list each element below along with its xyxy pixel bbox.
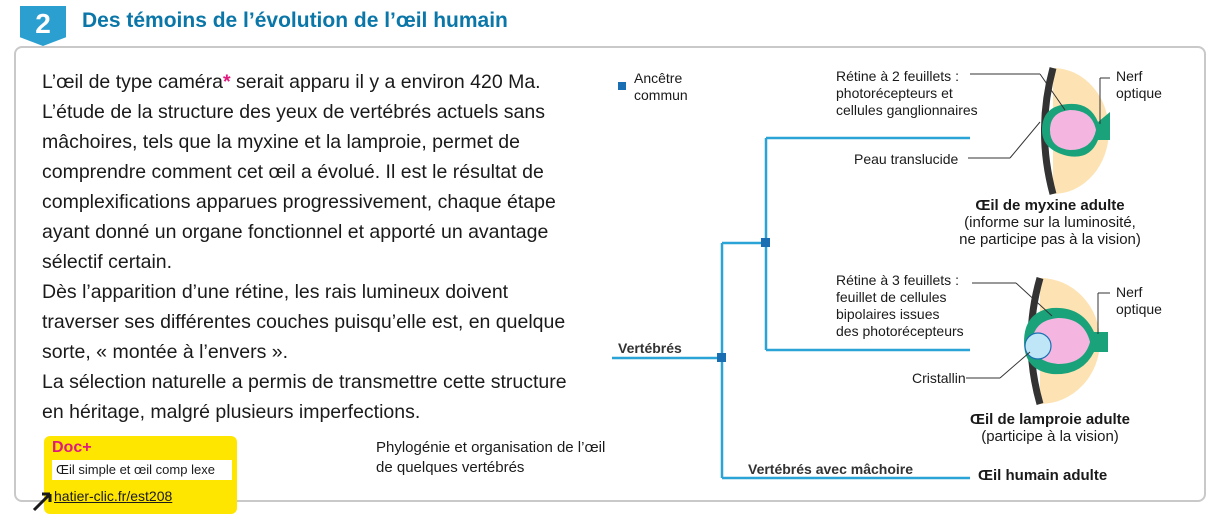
paragraph-1-rest: serait apparu il y a environ 420 Ma. L’é… <box>42 71 556 273</box>
lamproie-sub: (participe à la vision) <box>981 428 1119 445</box>
section-number-badge: 2 <box>20 6 66 46</box>
doc-link-domain[interactable]: hatier-clic.fr <box>54 488 127 504</box>
lamproie-eye-illustration <box>966 277 1110 405</box>
myxine-nerve-line-1: Nerf <box>1116 68 1143 84</box>
legend-ancestor-marker <box>618 82 626 90</box>
lamproie-nerve-line-2: optique <box>1116 301 1162 317</box>
myxine-retina-line-3: cellules ganglionnaires <box>836 102 978 118</box>
lamproie-retina-label: Rétine à 3 feuillets : feuillet de cellu… <box>836 272 964 340</box>
legend-ancestor-label: Ancêtre commun <box>634 70 688 104</box>
myxine-eye-illustration <box>968 67 1110 195</box>
doc-plus-link[interactable]: hatier-clic.fr/est208 <box>54 488 172 504</box>
page-title: Des témoins de l’évolution de l’œil huma… <box>82 9 508 32</box>
doc-plus-heading: Doc+ <box>52 439 92 456</box>
myxine-title: Œil de myxine adulte <box>975 197 1125 214</box>
myxine-sub-2: ne participe pas à la vision) <box>959 231 1141 248</box>
pointer-arrow-icon <box>32 492 52 512</box>
paragraph-2: Dès l’apparition d’une rétine, les rais … <box>42 281 566 363</box>
paragraph-1: L’œil de type caméra* serait apparu il y… <box>42 67 582 277</box>
myxine-skin-label: Peau translucide <box>854 151 959 167</box>
main-text: L’œil de type caméra* serait apparu il y… <box>42 67 582 427</box>
myxine-caption: Œil de myxine adulte (informe sur la lum… <box>930 197 1170 248</box>
myxine-nerve-line-2: optique <box>1116 85 1162 101</box>
lamproie-lens-label: Cristallin <box>912 370 966 386</box>
figure-caption-line-2: de quelques vertébrés <box>376 459 525 476</box>
content-frame <box>14 46 1206 502</box>
lamproie-retina-line-4: des photorécepteurs <box>836 323 964 339</box>
lamproie-caption: Œil de lamproie adulte (participe à la v… <box>930 411 1170 445</box>
legend-line-2: commun <box>634 87 688 103</box>
ancestor-node-1 <box>761 238 770 247</box>
myxine-nerve-label: Nerf optique <box>1116 68 1162 102</box>
human-eye-label: Œil humain adulte <box>978 467 1108 484</box>
myxine-sub-1: (informe sur la luminosité, <box>964 214 1136 231</box>
doc-link-path[interactable]: /est208 <box>126 488 173 504</box>
lamproie-retina-line-1: Rétine à 3 feuillets : <box>836 272 959 288</box>
lamproie-nerve-label: Nerf optique <box>1116 284 1162 318</box>
doc-plus-title: Œil simple et œil comp lexe <box>52 460 232 480</box>
paragraph-3: La sélection naturelle a permis de trans… <box>42 371 567 423</box>
glossary-star[interactable]: * <box>223 71 231 93</box>
lamproie-retina-line-2: feuillet de cellules <box>836 289 947 305</box>
figure-caption-line-1: Phylogénie et organisation de l’œil <box>376 439 606 456</box>
legend-line-1: Ancêtre <box>634 70 683 86</box>
ancestor-node-2 <box>717 353 726 362</box>
label-vertebres-machoire: Vertébrés avec mâchoire <box>748 461 913 477</box>
myxine-retina-label: Rétine à 2 feuillets : photorécepteurs e… <box>836 68 978 119</box>
lamproie-retina-line-3: bipolaires issues <box>836 306 940 322</box>
doc-plus-box: Doc+ Œil simple et œil comp lexe hatier-… <box>44 436 237 514</box>
paragraph-1-start: L’œil de type caméra <box>42 71 223 93</box>
myxine-retina-line-1: Rétine à 2 feuillets : <box>836 68 959 84</box>
label-vertebres: Vertébrés <box>618 340 682 356</box>
lamproie-nerve-line-1: Nerf <box>1116 284 1143 300</box>
figure-caption: Phylogénie et organisation de l’œil de q… <box>376 438 605 478</box>
lamproie-title: Œil de lamproie adulte <box>969 411 1131 428</box>
myxine-retina-line-2: photorécepteurs et <box>836 85 953 101</box>
